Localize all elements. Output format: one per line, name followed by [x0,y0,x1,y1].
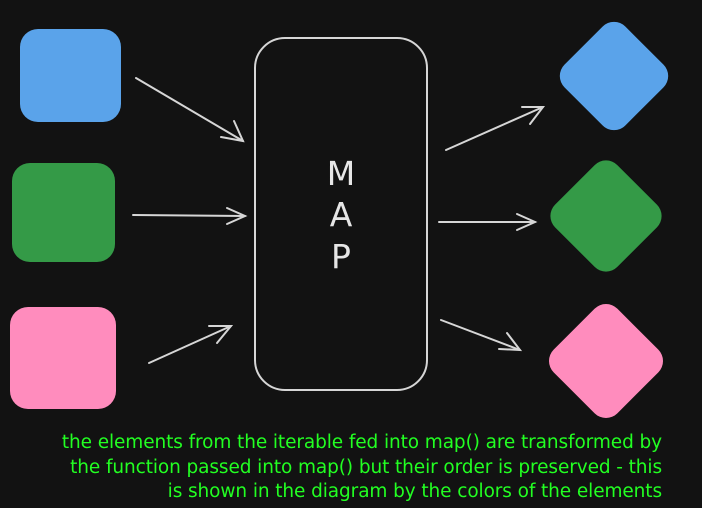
output-arrow-2 [438,213,538,231]
input-element-green [12,163,115,262]
input-element-pink [10,307,116,409]
output-element-green [550,160,662,272]
map-letter-p: P [331,237,351,276]
input-element-blue [20,29,121,122]
input-arrow-1 [135,77,245,143]
output-arrow-3 [440,319,523,352]
input-arrow-2 [132,207,248,225]
output-element-blue [559,21,669,131]
map-function-box [254,37,428,391]
diagram-caption: the elements from the iterable fed into … [22,431,662,505]
output-element-pink [548,303,664,419]
caption-line-3: is shown in the diagram by the colors of… [167,481,662,502]
map-letter-m: M [327,154,355,193]
caption-line-2: the function passed into map() but their… [70,456,662,478]
map-letter-a: A [330,195,353,234]
input-arrow-3 [148,325,234,364]
output-arrow-1 [445,106,546,151]
caption-line-1: the elements from the iterable fed into … [61,432,662,453]
